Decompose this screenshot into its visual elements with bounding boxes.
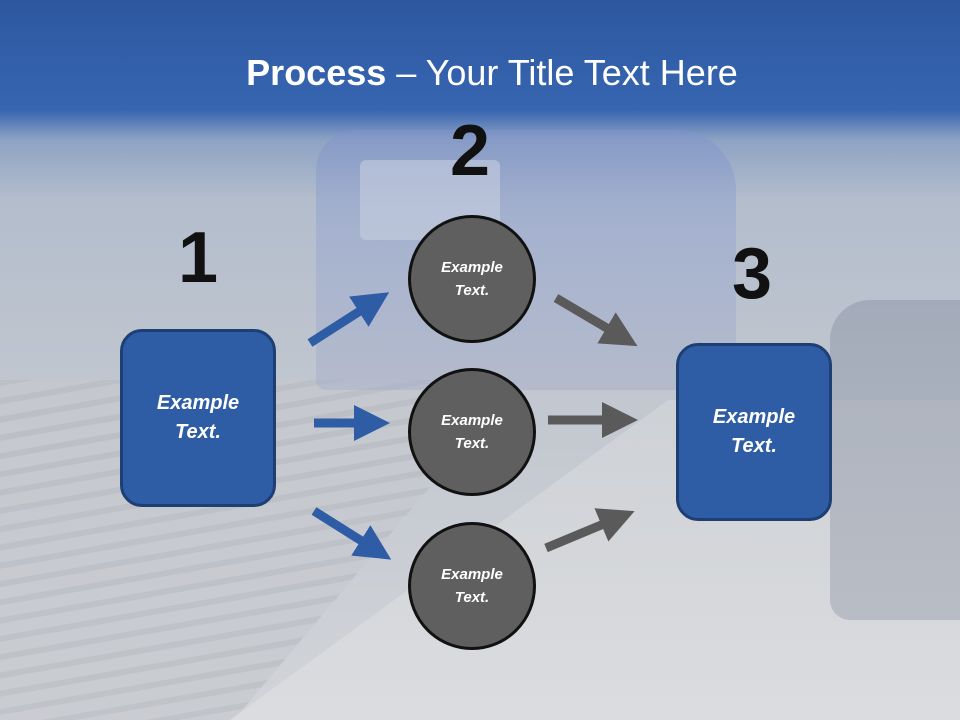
- step-number-1: 1: [178, 218, 219, 298]
- right-box-line2: Text.: [731, 435, 777, 457]
- circle-top-line2: Text.: [454, 282, 490, 299]
- background-people: [830, 300, 960, 620]
- circle-bottom-line2: Text.: [454, 589, 490, 606]
- right-box-line1: Example: [712, 406, 796, 428]
- arrow-blue-down: [311, 507, 392, 560]
- circle-bottom-line1: Example: [441, 566, 503, 583]
- title-rest: – Your Title Text Here: [386, 52, 738, 93]
- circle-middle-line2: Text.: [454, 435, 490, 452]
- title-bold: Process: [246, 52, 387, 93]
- step-number-3: 3: [732, 234, 773, 314]
- step-number-2: 2: [450, 111, 491, 191]
- circle-middle-line1: Example: [441, 412, 503, 429]
- arrow-gray-down: [553, 294, 638, 347]
- slide-title: Process – Your Title Text Here: [0, 52, 960, 94]
- arrow-blue-up: [307, 292, 390, 347]
- left-box-line1: Example: [156, 392, 240, 414]
- left-box-line2: Text.: [175, 421, 221, 443]
- arrow-gray-up: [544, 508, 635, 553]
- circle-top-line1: Example: [441, 259, 503, 276]
